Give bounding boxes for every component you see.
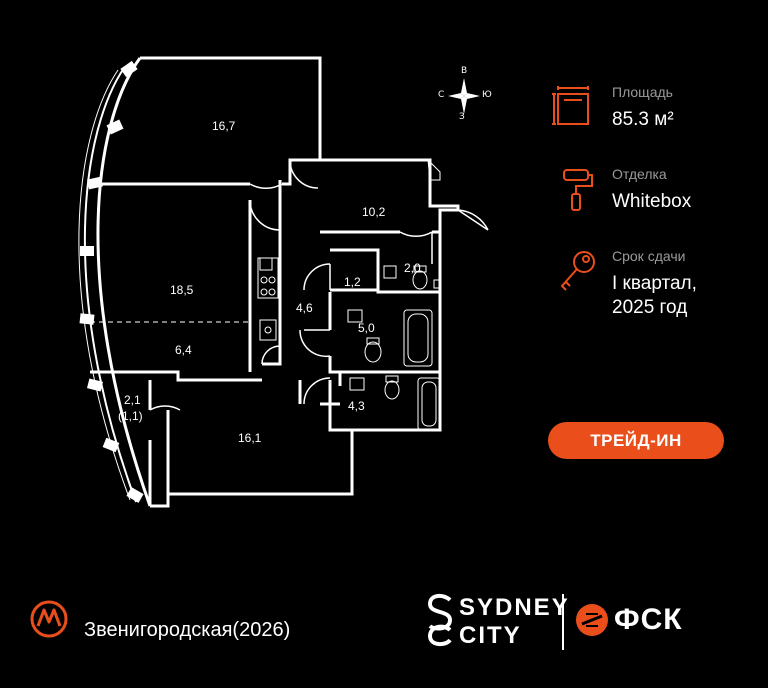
area-value: 85.3 м² bbox=[612, 109, 674, 130]
compass-east: Ю bbox=[482, 90, 492, 100]
room-area-balcony-reduced: (1,1) bbox=[118, 409, 143, 423]
floor-plan: 16,7 18,5 6,4 2,1 (1,1) 16,1 10,2 1,2 2,… bbox=[78, 56, 489, 508]
brand-line-1: SYDNEY bbox=[459, 594, 570, 621]
room-area-bath-2: 4,3 bbox=[348, 399, 365, 413]
info-area: Площадь 85.3 м² bbox=[552, 84, 752, 134]
room-area-balcony: 2,1 bbox=[124, 393, 141, 407]
compass-star-icon bbox=[448, 78, 480, 114]
deadline-value-line2: 2025 год bbox=[612, 297, 688, 318]
sydney-city-logo-icon bbox=[427, 593, 453, 647]
brand-line-2: CITY bbox=[459, 622, 522, 649]
room-area-hall: 4,6 bbox=[296, 301, 313, 315]
compass: В З С Ю bbox=[434, 66, 494, 122]
compass-south: З bbox=[459, 112, 465, 122]
room-area-wardrobe: 1,2 bbox=[344, 275, 361, 289]
paint-roller-icon bbox=[563, 169, 593, 211]
finish-caption: Отделка bbox=[612, 166, 667, 182]
brand-name: SYDNEY CITY bbox=[459, 594, 570, 650]
room-area-bedroom-3: 10,2 bbox=[362, 205, 386, 219]
room-area-wc: 2,0 bbox=[404, 261, 421, 275]
trade-in-button[interactable]: ТРЕЙД-ИН bbox=[548, 422, 724, 459]
metro-icon bbox=[30, 600, 68, 638]
metro-station: Звенигородская(2026) bbox=[84, 619, 291, 641]
developer-name: ФСК bbox=[614, 603, 683, 636]
deadline-caption: Срок сдачи bbox=[612, 248, 686, 264]
compass-north: В bbox=[461, 66, 468, 76]
area-caption: Площадь bbox=[612, 84, 673, 100]
room-area-bedroom-1: 16,7 bbox=[212, 119, 236, 133]
room-area-living: 18,5 bbox=[170, 283, 194, 297]
room-area-bedroom-2: 16,1 bbox=[238, 431, 262, 445]
fsk-logo-icon bbox=[576, 604, 608, 636]
room-area-kitchen: 6,4 bbox=[175, 343, 192, 357]
area-icon bbox=[552, 86, 589, 125]
compass-west: С bbox=[438, 90, 445, 100]
finish-value: Whitebox bbox=[612, 191, 692, 212]
room-area-bath-1: 5,0 bbox=[358, 321, 375, 335]
info-finish: Отделка Whitebox bbox=[552, 166, 752, 216]
deadline-value-line1: I квартал, bbox=[612, 273, 697, 294]
brand-divider bbox=[562, 594, 564, 650]
key-icon bbox=[560, 251, 595, 291]
info-deadline: Срок сдачи I квартал, 2025 год bbox=[552, 248, 752, 322]
